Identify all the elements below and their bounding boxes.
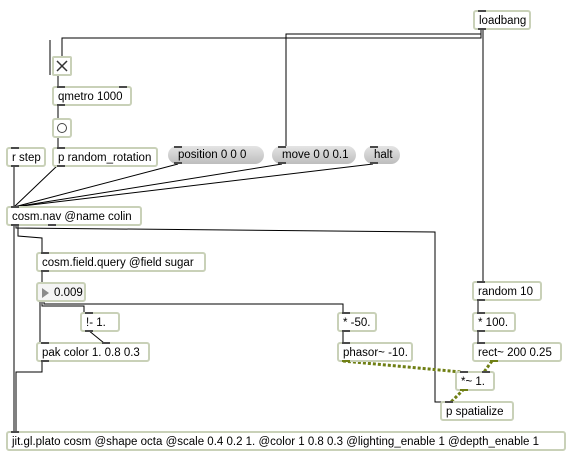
object-label: !- 1. bbox=[86, 317, 106, 329]
inlet[interactable] bbox=[342, 342, 350, 344]
outlet[interactable] bbox=[477, 330, 485, 332]
outlet[interactable] bbox=[85, 330, 93, 332]
outlet[interactable] bbox=[174, 162, 182, 164]
qmetro-object[interactable]: qmetro 1000 bbox=[52, 86, 132, 106]
inlet[interactable] bbox=[119, 86, 127, 88]
outlet[interactable] bbox=[41, 360, 49, 362]
cord-loadbang-toggle[interactable] bbox=[61, 29, 482, 56]
inlet[interactable] bbox=[11, 206, 19, 208]
object-label: jit.gl.plato cosm @shape octa @scale 0.4… bbox=[12, 436, 540, 448]
signal-phasor-times[interactable] bbox=[342, 359, 462, 374]
inlet[interactable] bbox=[41, 342, 49, 344]
message-label: halt bbox=[374, 149, 393, 161]
outlet[interactable] bbox=[342, 360, 350, 362]
outlet[interactable] bbox=[41, 270, 49, 272]
object-label: r step bbox=[12, 152, 41, 164]
inlet[interactable] bbox=[477, 281, 485, 283]
cord-rotation-nav[interactable] bbox=[13, 164, 59, 208]
object-label: random 10 bbox=[478, 286, 533, 298]
spatialize-object[interactable]: p spatialize bbox=[440, 401, 514, 421]
signal-multiply-object[interactable]: *~ 1. bbox=[455, 371, 495, 391]
loadbang-object[interactable]: loadbang bbox=[473, 10, 531, 30]
halt-message[interactable]: halt bbox=[364, 146, 400, 164]
number-arrow-icon bbox=[42, 288, 49, 298]
inlet[interactable] bbox=[57, 147, 65, 149]
inlet[interactable] bbox=[11, 147, 19, 149]
cord-move-nav[interactable] bbox=[13, 163, 283, 208]
cord-nav-query[interactable] bbox=[17, 224, 43, 252]
outlet[interactable] bbox=[11, 224, 19, 226]
outlet[interactable] bbox=[478, 28, 486, 30]
object-label: cosm.nav @name colin bbox=[12, 211, 132, 223]
cord-pak-plato[interactable] bbox=[15, 360, 43, 432]
outlet[interactable] bbox=[11, 165, 19, 167]
multiply-100-object[interactable]: * 100. bbox=[472, 312, 516, 332]
cord-number-notminus[interactable] bbox=[41, 301, 85, 313]
object-label: qmetro 1000 bbox=[58, 91, 123, 103]
object-label: cosm.field.query @field sugar bbox=[42, 257, 194, 269]
outlet[interactable] bbox=[477, 299, 485, 301]
move-message[interactable]: move 0 0 0.1 bbox=[272, 146, 356, 164]
outlet[interactable] bbox=[278, 162, 286, 164]
inlet[interactable] bbox=[85, 312, 93, 314]
outlet[interactable] bbox=[370, 162, 378, 164]
inlet[interactable] bbox=[445, 401, 453, 403]
object-label: pak color 1. 0.8 0.3 bbox=[42, 347, 140, 359]
toggle-x-icon bbox=[56, 60, 68, 72]
inlet[interactable] bbox=[342, 312, 350, 314]
pak-color-object[interactable]: pak color 1. 0.8 0.3 bbox=[36, 342, 150, 362]
outlet[interactable] bbox=[57, 104, 65, 106]
random-object[interactable]: random 10 bbox=[472, 281, 542, 301]
outlet[interactable] bbox=[57, 165, 65, 167]
r-step-object[interactable]: r step bbox=[6, 147, 46, 167]
object-label: * -50. bbox=[343, 317, 371, 329]
random-rotation-object[interactable]: p random_rotation bbox=[52, 147, 158, 167]
inlet[interactable] bbox=[102, 342, 110, 344]
cosm-nav-object[interactable]: cosm.nav @name colin bbox=[6, 206, 142, 226]
reverse-minus-object[interactable]: !- 1. bbox=[80, 312, 120, 332]
inlet[interactable] bbox=[460, 371, 468, 373]
inlet[interactable] bbox=[477, 312, 485, 314]
inlet[interactable] bbox=[370, 146, 378, 148]
multiply-neg50-object[interactable]: * -50. bbox=[337, 312, 377, 332]
inlet[interactable] bbox=[11, 431, 19, 433]
field-query-object[interactable]: cosm.field.query @field sugar bbox=[36, 252, 206, 272]
outlet[interactable] bbox=[48, 224, 56, 226]
object-label: p random_rotation bbox=[58, 152, 152, 164]
object-label: loadbang bbox=[479, 15, 527, 27]
number-box[interactable]: 0.009 bbox=[36, 282, 86, 302]
object-label: *~ 1. bbox=[461, 376, 485, 388]
toggle[interactable] bbox=[52, 56, 72, 76]
message-label: move 0 0 0.1 bbox=[282, 149, 349, 161]
inlet[interactable] bbox=[278, 146, 286, 148]
outlet[interactable] bbox=[460, 389, 468, 391]
number-value: 0.009 bbox=[54, 287, 83, 299]
object-label: p spatialize bbox=[446, 406, 504, 418]
position-message[interactable]: position 0 0 0 bbox=[168, 146, 264, 164]
bang-circle-icon bbox=[57, 123, 67, 133]
inlet[interactable] bbox=[174, 146, 182, 148]
inlet[interactable] bbox=[41, 252, 49, 254]
object-label: * 100. bbox=[478, 317, 509, 329]
object-label: phasor~ -10. bbox=[343, 347, 408, 359]
inlet[interactable] bbox=[477, 342, 485, 344]
cord-position-nav[interactable] bbox=[13, 163, 179, 208]
cord-halt-nav[interactable] bbox=[13, 163, 374, 208]
inlet[interactable] bbox=[57, 86, 65, 88]
outlet[interactable] bbox=[490, 360, 498, 362]
inlet[interactable] bbox=[482, 371, 490, 373]
inlet[interactable] bbox=[478, 10, 486, 12]
message-label: position 0 0 0 bbox=[178, 149, 247, 161]
jit-gl-plato-object[interactable]: jit.gl.plato cosm @shape octa @scale 0.4… bbox=[6, 431, 566, 451]
outlet[interactable] bbox=[342, 330, 350, 332]
phasor-object[interactable]: phasor~ -10. bbox=[337, 342, 413, 362]
object-label: rect~ 200 0.25 bbox=[478, 347, 552, 359]
cord-loadbang-move[interactable] bbox=[285, 33, 481, 148]
rect-object[interactable]: rect~ 200 0.25 bbox=[472, 342, 562, 362]
bang-button[interactable] bbox=[52, 118, 72, 138]
